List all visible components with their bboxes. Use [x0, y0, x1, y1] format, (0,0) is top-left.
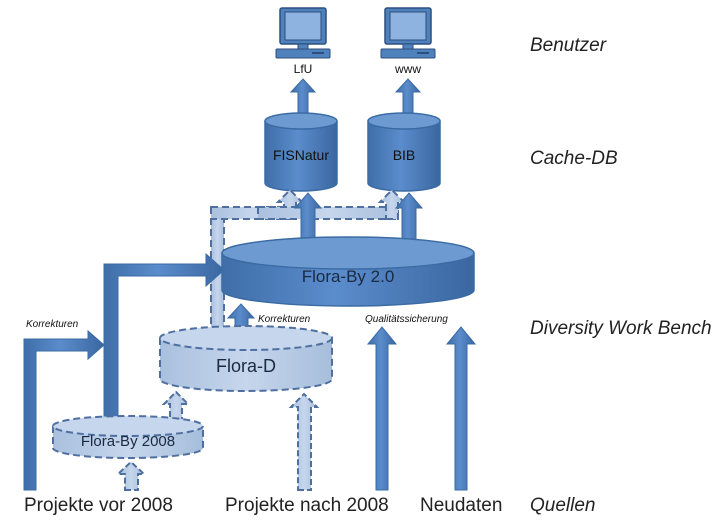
db-label-bib: BIB: [393, 147, 416, 163]
db-bib: [367, 112, 441, 192]
source-label-neudaten: Neudaten: [420, 495, 502, 516]
source-label-nach-2008: Projekte nach 2008: [225, 495, 389, 516]
arrow-nach2008-to-floraD: [288, 392, 320, 491]
layer-label-cache-db: Cache-DB: [530, 148, 618, 169]
computer-icon-lfu: [275, 7, 331, 59]
annotation-korrekturen-left: Korrekturen: [26, 319, 79, 330]
db-flora-d: [159, 325, 333, 392]
arrow-bib-to-www: [394, 78, 422, 119]
annotation-korrekturen-mid: Korrekturen: [258, 314, 311, 325]
db-label-flora-d: Flora-D: [216, 356, 276, 376]
arrow-nach2008-qualitaet: [366, 326, 398, 491]
db-label-fisnatur: FISNatur: [273, 147, 329, 163]
layer-label-quellen: Quellen: [530, 495, 596, 516]
db-fisnatur: [264, 112, 338, 192]
layer-label-dwb: Diversity Work Bench: [530, 318, 712, 339]
dashed-flow-floraD-to-cache: [210, 188, 407, 336]
db-flora-by-2-0: [221, 236, 475, 307]
db-label-flora-by-2008: Flora-By 2008: [81, 433, 175, 450]
pc-label-lfu: LfU: [294, 62, 313, 76]
db-flora-by-2008: [52, 415, 204, 459]
arrow-vor2008-to-floraby2008: [115, 460, 147, 491]
arrow-floraby2008-to-main: [103, 252, 225, 426]
arrow-floraby2008-to-floraD: [161, 390, 191, 421]
arrow-fisnatur-to-lfu: [289, 78, 317, 119]
arrow-korrekturen-left-shape: [23, 329, 105, 491]
annotation-qualitaetssicherung: Qualitätssicherung: [365, 314, 448, 325]
db-label-flora-by-2-0: Flora-By 2.0: [302, 267, 395, 286]
arrow-main-to-bib: [394, 192, 424, 244]
pc-label-www: www: [394, 62, 421, 76]
arrow-neudaten-qualitaet: [445, 326, 477, 491]
layer-label-benutzer: Benutzer: [530, 35, 607, 56]
source-label-vor-2008: Projekte vor 2008: [24, 495, 173, 516]
computer-icon-www: [380, 7, 436, 59]
